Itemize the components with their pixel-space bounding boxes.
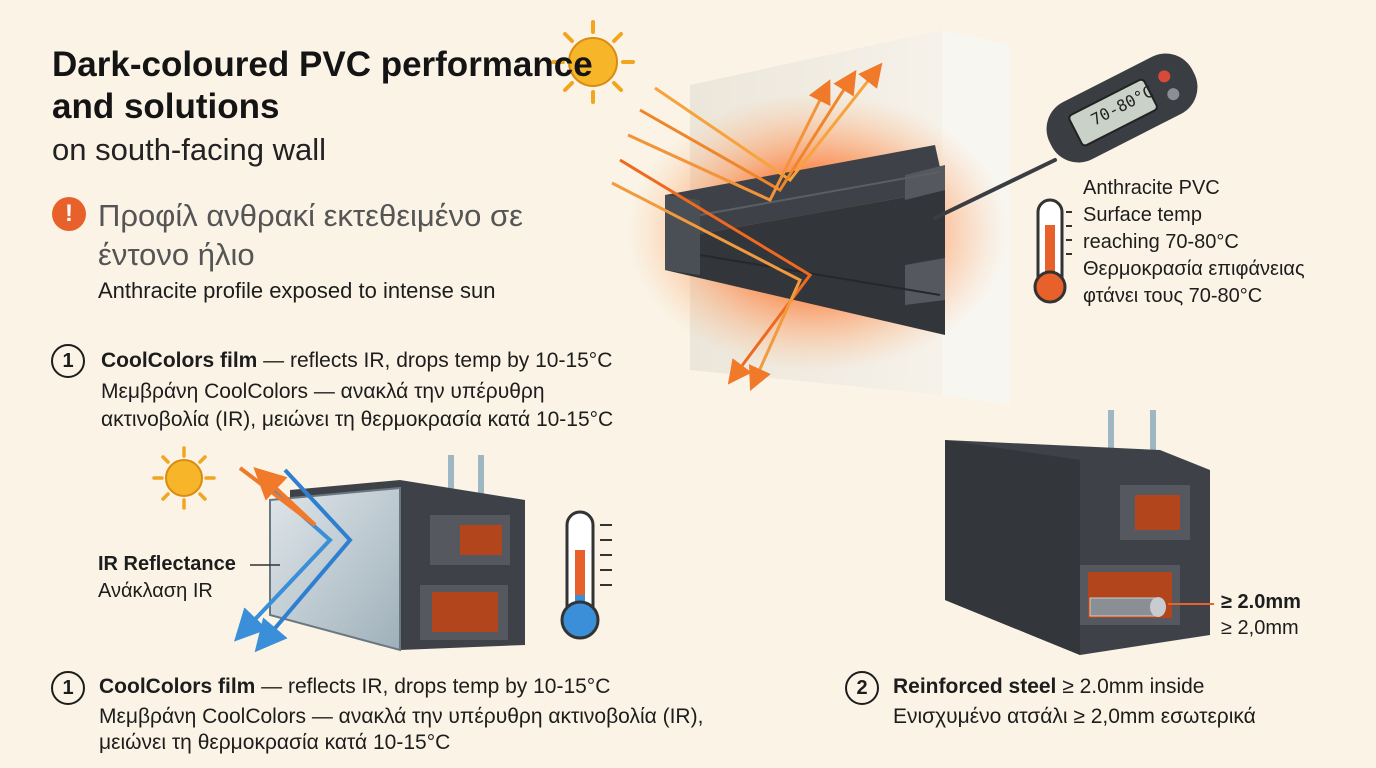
solution1-top-rest: — reflects IR, drops temp by 10-15°C (257, 349, 613, 372)
ir-reflectance-label-greek: Ανάκλαση IR (98, 580, 213, 602)
solution1-bottom-greek-1: Μεμβράνη CoolColors — ανακλά την υπέρυθρ… (99, 705, 704, 728)
solution1-top-greek-2: ακτινοβολία (IR), μειώνει τη θερμοκρασία… (101, 408, 614, 431)
steel-thickness-label: ≥ 2.0mm (1221, 591, 1301, 613)
ir-reflection-arrows (234, 466, 353, 653)
solution1-bottom-bold: CoolColors film (99, 675, 256, 698)
solution2-bold: Reinforced steel (893, 675, 1057, 698)
page-subtitle: on south-facing wall (52, 132, 326, 167)
warning-text-greek: Προφίλ ανθρακί εκτεθειμένο σε έντονο ήλι… (98, 198, 523, 272)
solution1-top-greek-1: Μεμβράνη CoolColors — ανακλά την υπέρυθρ… (101, 380, 545, 403)
page-title: Dark-coloured PVC performance and soluti… (52, 45, 593, 126)
anthracite-profile (665, 145, 945, 335)
solution2-rest: ≥ 2.0mm inside (1056, 675, 1205, 698)
probe-thermometer (933, 53, 1198, 220)
coolcolors-profile (269, 455, 525, 652)
exclamation-icon: ! (52, 197, 86, 231)
surface-temp-line: reaching 70-80°C (1083, 231, 1239, 253)
warning-text-english: Anthracite profile exposed to intense su… (98, 278, 496, 303)
surface-temp-line: φτάνει τους 70-80°C (1083, 285, 1263, 307)
cool-thermometer-icon (560, 510, 612, 640)
steel-thickness-label-greek: ≥ 2,0mm (1221, 617, 1299, 639)
reinforced-profile (945, 410, 1210, 655)
solution-number-badge: 1 (51, 671, 85, 705)
solution1-bottom-greek-2: μειώνει τη θερμοκρασία κατά 10-15°C (99, 731, 451, 754)
solution-number-badge: 2 (845, 671, 879, 705)
surface-temp-line: Θερμοκρασία επιφάνειας (1083, 258, 1305, 280)
solution1-top-bold: CoolColors film (101, 349, 258, 372)
sun-icon (551, 20, 635, 104)
incoming-heat-rays (611, 62, 883, 391)
surface-temp-line: Surface temp (1083, 204, 1202, 226)
solution2-greek: Ενισχυμένο ατσάλι ≥ 2,0mm εσωτερικά (893, 705, 1256, 728)
solution2-heading: Reinforced steel ≥ 2.0mm inside (893, 675, 1204, 699)
ir-reflectance-label: IR Reflectance (98, 553, 236, 575)
solution-number-badge: 1 (51, 344, 85, 378)
small-sun-icon (152, 446, 216, 510)
solution1-top-heading: CoolColors film — reflects IR, drops tem… (101, 349, 612, 373)
solution1-bottom-rest: — reflects IR, drops temp by 10-15°C (255, 675, 611, 698)
surface-temp-line: Anthracite PVC (1083, 177, 1220, 199)
hot-thermometer-icon (1033, 198, 1072, 304)
solution1-bottom-heading: CoolColors film — reflects IR, drops tem… (99, 675, 610, 699)
surface-temp-label: Anthracite PVC Surface temp reaching 70-… (1083, 175, 1373, 310)
